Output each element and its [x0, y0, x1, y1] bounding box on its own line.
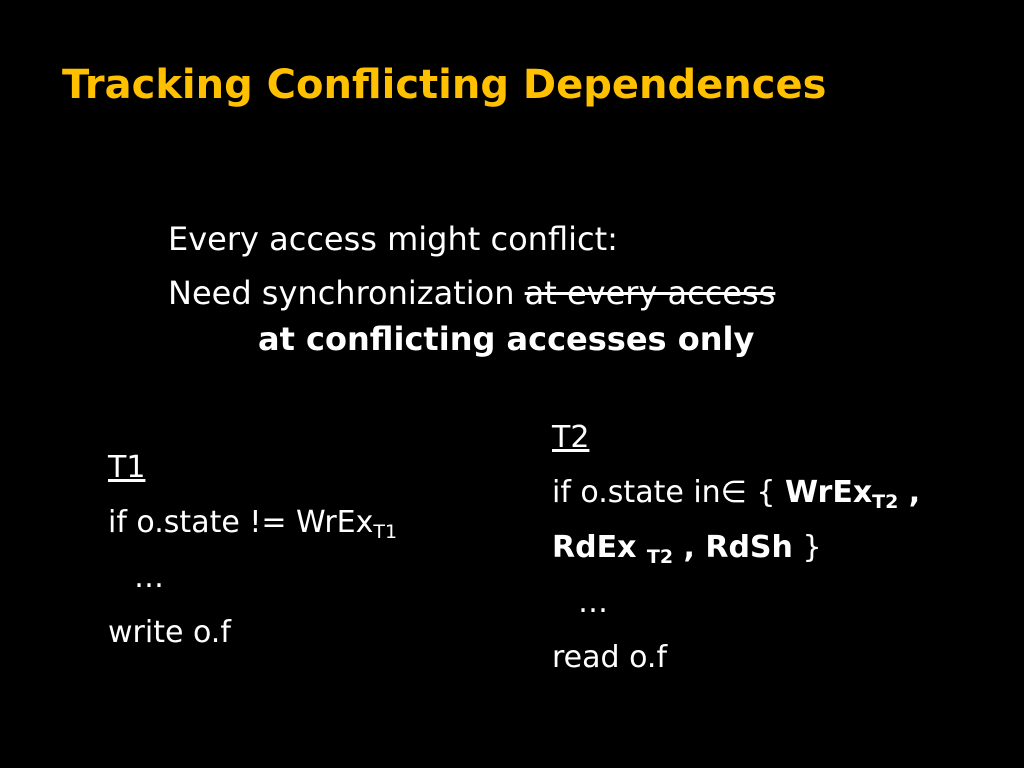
intro-line-2-prefix: Need synchronization [168, 274, 525, 312]
intro-line-2: Need synchronization at every access [168, 266, 775, 320]
slide-title: Tracking Conflicting Dependences [62, 62, 827, 108]
state-wrex: WrEx [784, 475, 873, 510]
separator-comma-2: , [673, 530, 706, 565]
thread-1-condition-subscript: T1 [373, 521, 398, 543]
thread-2-condition-text: if o.state in∈ { [552, 475, 785, 510]
thread-2-condition: if o.state in∈ { WrExT2 , [552, 465, 920, 520]
intro-line-1: Every access might conflict: [168, 220, 618, 258]
thread-2-action: read o.f [552, 640, 668, 675]
thread-2-condition-cont: RdEx T2 , RdSh } [552, 520, 920, 575]
thread-1-action: write o.f [108, 615, 231, 650]
thread-2-code: T2 if o.state in∈ { WrExT2 , RdEx T2 , R… [552, 410, 920, 685]
state-wrex-subscript: T2 [872, 491, 899, 513]
thread-2-name: T2 [552, 420, 590, 455]
thread-1-ellipsis: … [134, 560, 164, 595]
intro-line-3-bold: at conflicting accesses only [258, 320, 755, 358]
thread-1-code: T1 if o.state != WrExT1 … write o.f [108, 440, 397, 660]
thread-2-ellipsis: … [578, 585, 608, 620]
intro-text: Every access might conflict: Need synchr… [168, 212, 775, 320]
set-close-brace: } [792, 530, 822, 565]
thread-1-name: T1 [108, 450, 146, 485]
separator-comma-1: , [898, 475, 921, 510]
thread-1-condition-text: if o.state != WrEx [108, 505, 374, 540]
state-rdex: RdEx [552, 530, 647, 565]
state-rdsh: RdSh [705, 530, 793, 565]
thread-1-condition: if o.state != WrExT1 [108, 495, 397, 550]
state-rdex-subscript: T2 [646, 546, 674, 568]
struck-text: at every access [524, 274, 776, 312]
